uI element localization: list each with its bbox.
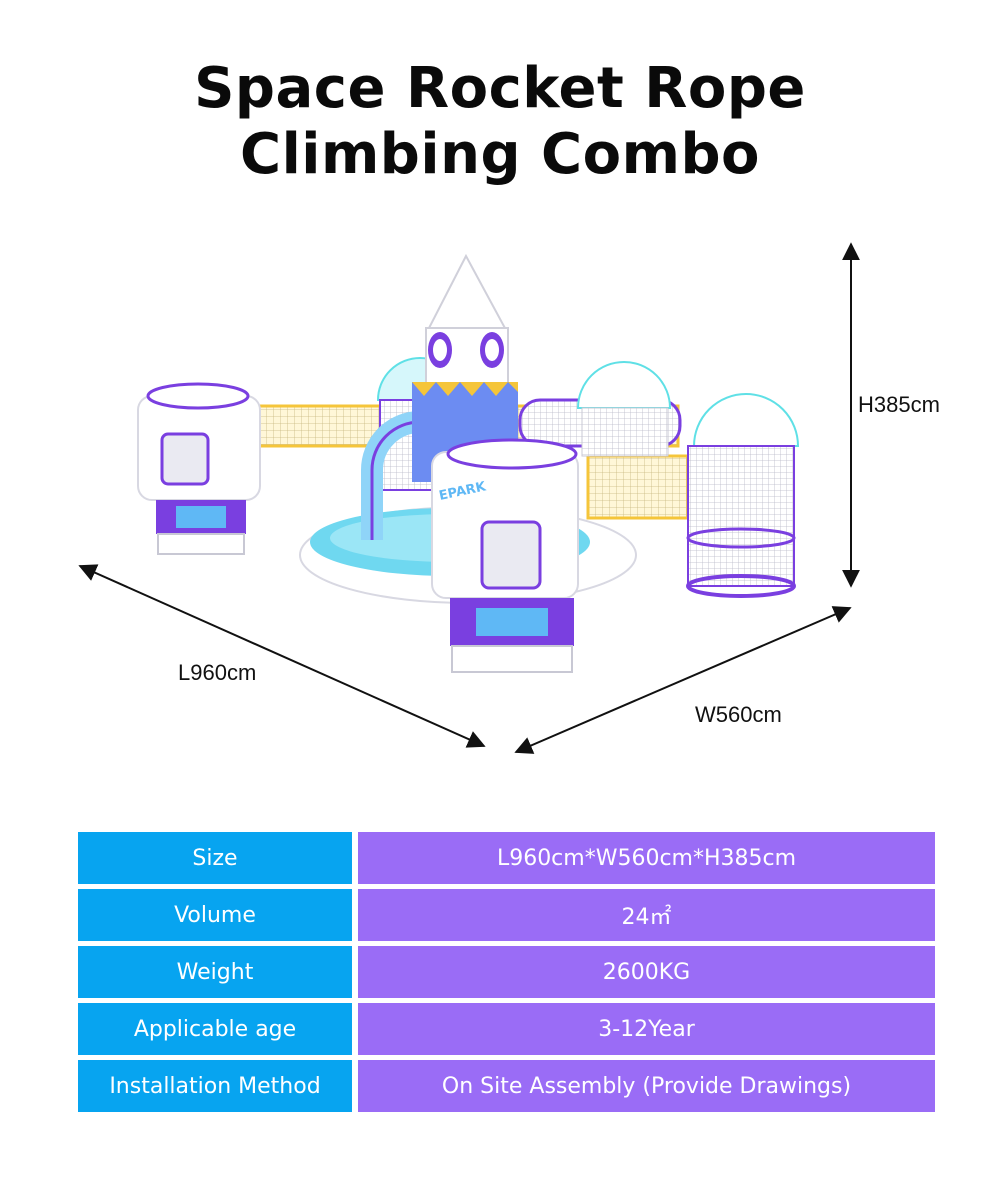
spec-label: Volume — [78, 889, 352, 941]
height-label: H385cm — [858, 392, 940, 417]
width-arrow — [514, 606, 852, 754]
spec-label: Installation Method — [78, 1060, 352, 1112]
spec-label: Size — [78, 832, 352, 884]
width-label: W560cm — [695, 702, 782, 727]
spec-value: On Site Assembly (Provide Drawings) — [358, 1060, 935, 1112]
spec-value: 2600KG — [358, 946, 935, 998]
page-title: Space Rocket Rope Climbing Combo — [0, 56, 1000, 188]
spec-row-volume: Volume 24㎡ — [78, 889, 935, 941]
spec-value: 3-12Year — [358, 1003, 935, 1055]
spec-value: 24㎡ — [358, 889, 935, 941]
title-line-1: Space Rocket Rope — [194, 56, 806, 121]
spec-row-weight: Weight 2600KG — [78, 946, 935, 998]
spec-row-installation: Installation Method On Site Assembly (Pr… — [78, 1060, 935, 1112]
spec-row-size: Size L960cm*W560cm*H385cm — [78, 832, 935, 884]
spec-label: Applicable age — [78, 1003, 352, 1055]
title-line-2: Climbing Combo — [239, 122, 761, 187]
spec-label: Weight — [78, 946, 352, 998]
spec-value: L960cm*W560cm*H385cm — [358, 832, 935, 884]
length-label: L960cm — [178, 660, 257, 685]
product-illustration: EPARK H385cm L960cm W560cm — [0, 220, 1000, 780]
length-arrow — [78, 564, 486, 748]
spec-table: Size L960cm*W560cm*H385cm Volume 24㎡ Wei… — [78, 832, 935, 1117]
playground-drawing: EPARK — [78, 242, 860, 754]
spec-row-age: Applicable age 3-12Year — [78, 1003, 935, 1055]
